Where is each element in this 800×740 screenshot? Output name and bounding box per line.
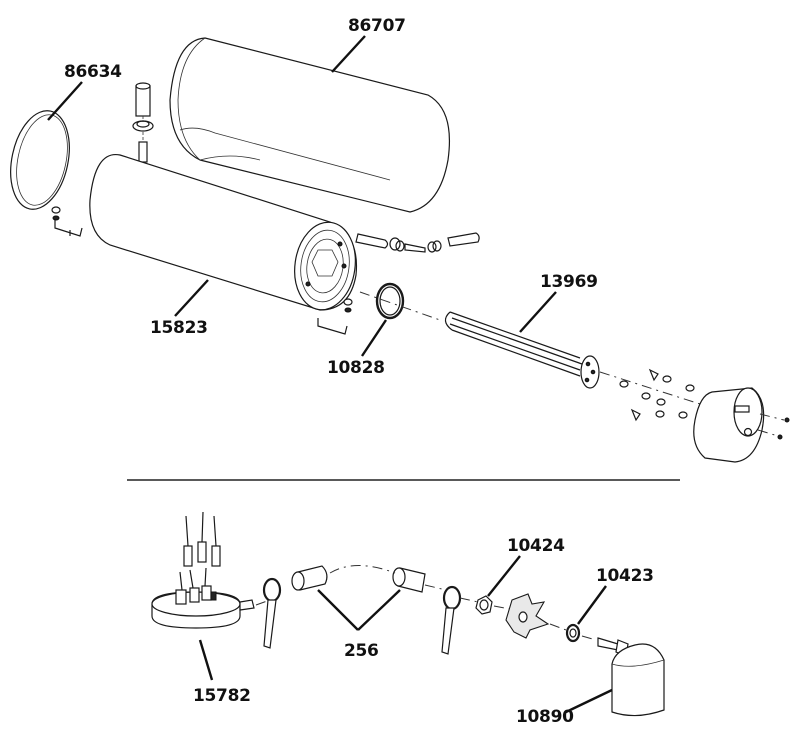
- heating-element-13969: [444, 311, 600, 389]
- upper-assembly: 86707 86634 15823 10828 13969: [10, 16, 790, 463]
- leader-13969: [519, 291, 557, 333]
- label-86634: 86634: [64, 62, 122, 82]
- washer-10423: [565, 623, 581, 643]
- leader-15782: [198, 639, 214, 681]
- label-10828: 10828: [327, 358, 385, 378]
- end-cap: [693, 387, 790, 463]
- leader-256-b: [357, 589, 401, 631]
- label-10890: 10890: [516, 707, 574, 727]
- label-86707: 86707: [348, 16, 406, 36]
- leader-86707: [331, 35, 366, 73]
- label-15823: 15823: [150, 318, 208, 338]
- label-10423: 10423: [596, 566, 654, 586]
- nut-10424: [475, 595, 493, 615]
- gasket-ring-10828: [375, 282, 405, 320]
- leader-10424: [487, 555, 521, 597]
- lower-assembly: 10424 10423 256 15782 10890: [151, 511, 665, 727]
- sensor-10890: [597, 637, 665, 717]
- foot-bolt-left: [51, 206, 61, 221]
- leader-10828: [361, 319, 387, 357]
- leader-256-a: [317, 589, 359, 631]
- mounting-plate: [505, 593, 550, 639]
- side-pipe-fittings: [355, 232, 480, 253]
- tube-256-right: [392, 567, 426, 593]
- top-pipe-fitting: [132, 82, 154, 163]
- label-15782: 15782: [193, 686, 251, 706]
- hose-clamp-left: [262, 577, 282, 649]
- tank-cylinder-15823: [51, 153, 358, 335]
- element-nuts: [619, 368, 695, 422]
- thermostat-base-15782: [151, 511, 255, 629]
- end-cover-86634: [10, 110, 70, 210]
- leader-15823: [174, 279, 209, 317]
- tube-256-left: [291, 565, 328, 591]
- leader-86634: [47, 81, 83, 121]
- jacket-cylinder-86707: [169, 37, 451, 213]
- label-10424: 10424: [507, 536, 565, 556]
- leader-10423: [577, 585, 607, 625]
- hose-clamp-right: [441, 585, 462, 655]
- leader-10890: [565, 688, 613, 714]
- foot-bolt-right: [343, 298, 353, 313]
- label-13969: 13969: [540, 272, 598, 292]
- label-256: 256: [344, 641, 379, 661]
